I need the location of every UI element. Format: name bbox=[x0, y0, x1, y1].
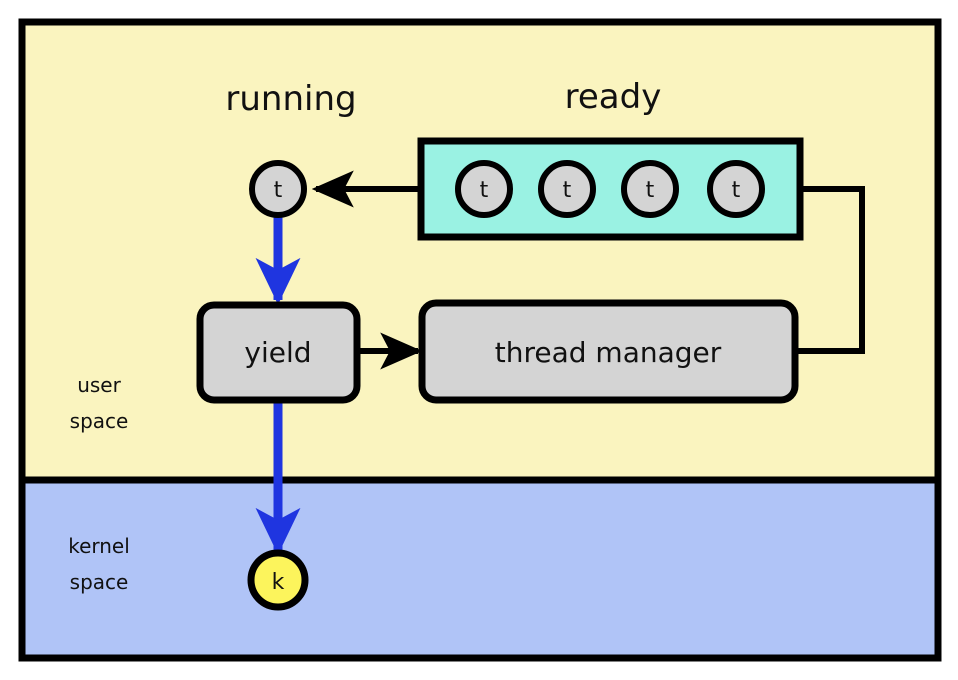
kernel-space-region bbox=[18, 476, 942, 662]
thread-manager-box-label: thread manager bbox=[495, 336, 722, 369]
ready-thread-label: t bbox=[732, 178, 741, 203]
user-space-label-line1: user bbox=[77, 373, 121, 397]
ready-queue-thread: t bbox=[538, 160, 596, 218]
user-space-label-line2: space bbox=[70, 409, 129, 433]
running-title: running bbox=[225, 79, 356, 119]
kernel-thread-label: k bbox=[272, 570, 285, 595]
yield-box: yield bbox=[196, 301, 361, 404]
kernel-thread-node: k bbox=[247, 549, 309, 611]
ready-queue-thread: t bbox=[707, 160, 765, 218]
thread-manager-box: thread manager bbox=[418, 299, 799, 404]
ready-queue-thread: t bbox=[621, 160, 679, 218]
running-thread-node: t bbox=[249, 160, 307, 218]
ready-thread-label: t bbox=[563, 178, 572, 203]
running-thread-label: t bbox=[274, 178, 283, 203]
ready-queue-thread: t bbox=[455, 160, 513, 218]
edge-thread-manager-to-ready bbox=[795, 186, 865, 354]
kernel-space-label-line1: kernel bbox=[68, 534, 130, 558]
ready-thread-label: t bbox=[646, 178, 655, 203]
kernel-space-label-line2: space bbox=[70, 570, 129, 594]
yield-box-label: yield bbox=[244, 336, 311, 369]
user-space-region bbox=[18, 18, 942, 484]
ready-thread-label: t bbox=[480, 178, 489, 203]
ready-title: ready bbox=[565, 77, 662, 117]
